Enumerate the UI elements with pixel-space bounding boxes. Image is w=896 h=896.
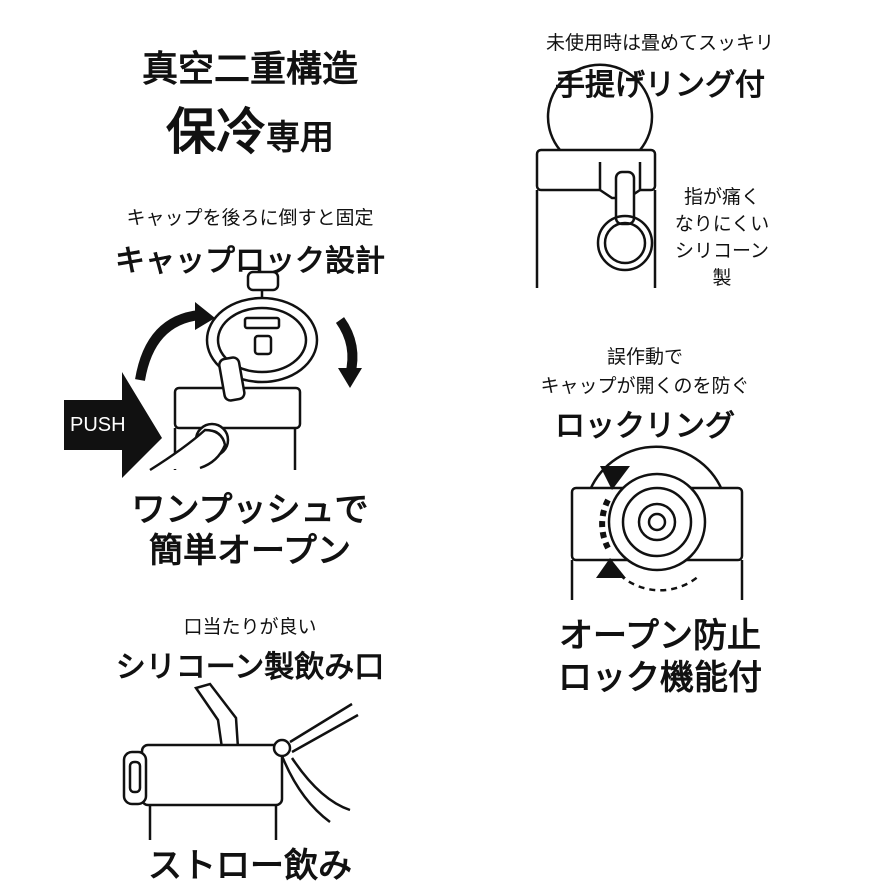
- straw-illustration: [122, 682, 359, 840]
- one-push-line1: ワンプッシュで: [131, 490, 369, 530]
- lock-caption-2: キャップが開くのを防ぐ: [540, 375, 750, 397]
- double-wall-heading: 真空二重構造: [141, 49, 358, 90]
- lock-title: ロックリング: [555, 409, 735, 444]
- lock-ring-illustration: [570, 445, 744, 600]
- lock-caption-1: 誤作動で: [606, 346, 683, 368]
- cap-lock-illustration: [64, 270, 362, 478]
- open-lock-line2: ロック機能付: [558, 658, 762, 698]
- only-text: 専用: [266, 118, 334, 158]
- cold-text: 保冷: [166, 103, 266, 161]
- ring-title: 手提げリング付: [555, 68, 765, 103]
- handle-ring-illustration: [535, 63, 657, 288]
- mouth-title: シリコーン製飲み口: [115, 650, 385, 685]
- silicone-note-1: 指が痛く: [683, 186, 760, 208]
- cap-lock-caption: キャップを後ろに倒すと固定: [126, 207, 374, 229]
- silicone-note-2: なりにくい: [674, 213, 770, 235]
- straw-title: ストロー飲み: [148, 846, 352, 886]
- cold-only-heading: 保冷専用: [140, 92, 360, 164]
- cap-lock-title: キャップロック設計: [115, 244, 385, 279]
- one-push-line2: 簡単オープン: [149, 531, 351, 571]
- silicone-note-4: 製: [712, 267, 732, 289]
- mouth-caption: 口当たりが良い: [183, 616, 317, 638]
- silicone-note-3: シリコーン: [674, 240, 770, 262]
- push-label: PUSH: [70, 414, 126, 436]
- ring-caption: 未使用時は畳めてスッキリ: [545, 32, 774, 54]
- open-lock-line1: オープン防止: [559, 616, 761, 656]
